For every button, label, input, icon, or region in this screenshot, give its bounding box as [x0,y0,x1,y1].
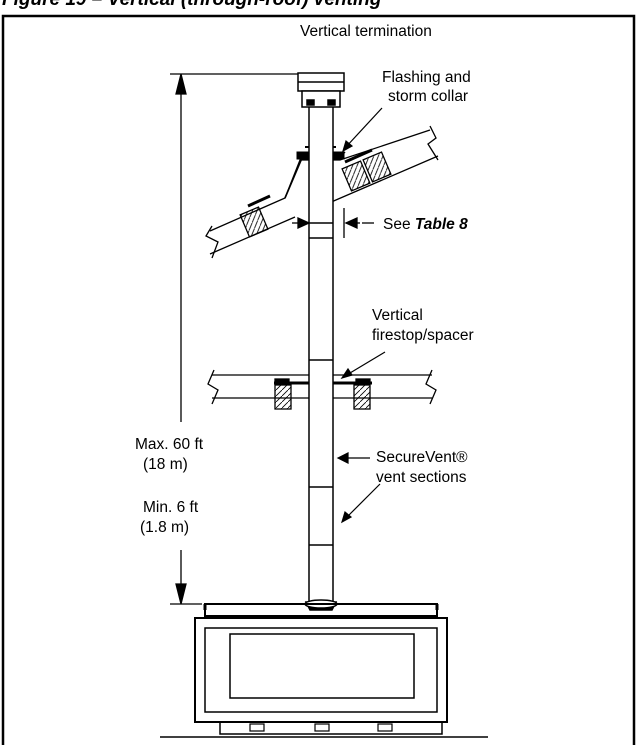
roof-assembly [205,125,439,259]
label-see-table: See Table 8 [383,216,468,233]
label-vent-line1: SecureVent® [376,449,468,466]
label-table-ref: Table 8 [415,216,468,233]
leader-lines [336,107,386,524]
label-vertical-termination: Vertical termination [300,23,432,40]
label-firestop-line1: Vertical [372,307,423,324]
label-flashing-line1: Flashing and [382,69,471,86]
figure-title: Figure 19 – Vertical (through-roof) vent… [2,0,382,10]
clearance-arrows [292,208,374,238]
fireplace-unit [160,603,488,738]
height-dimension [170,73,298,605]
label-see-prefix: See [383,216,415,233]
label-min-height: Min. 6 ft [143,499,199,516]
floor-assembly [207,369,437,410]
label-flashing-line2: storm collar [388,88,468,105]
label-min-metric: (1.8 m) [140,519,189,536]
label-firestop-line2: firestop/spacer [372,327,474,344]
label-max-height: Max. 60 ft [135,436,204,453]
label-vent-line2: vent sections [376,469,467,486]
figure-frame [1,14,636,745]
vertical-termination-cap [297,72,345,108]
vent-pipe [308,105,334,603]
label-max-metric: (18 m) [143,456,188,473]
